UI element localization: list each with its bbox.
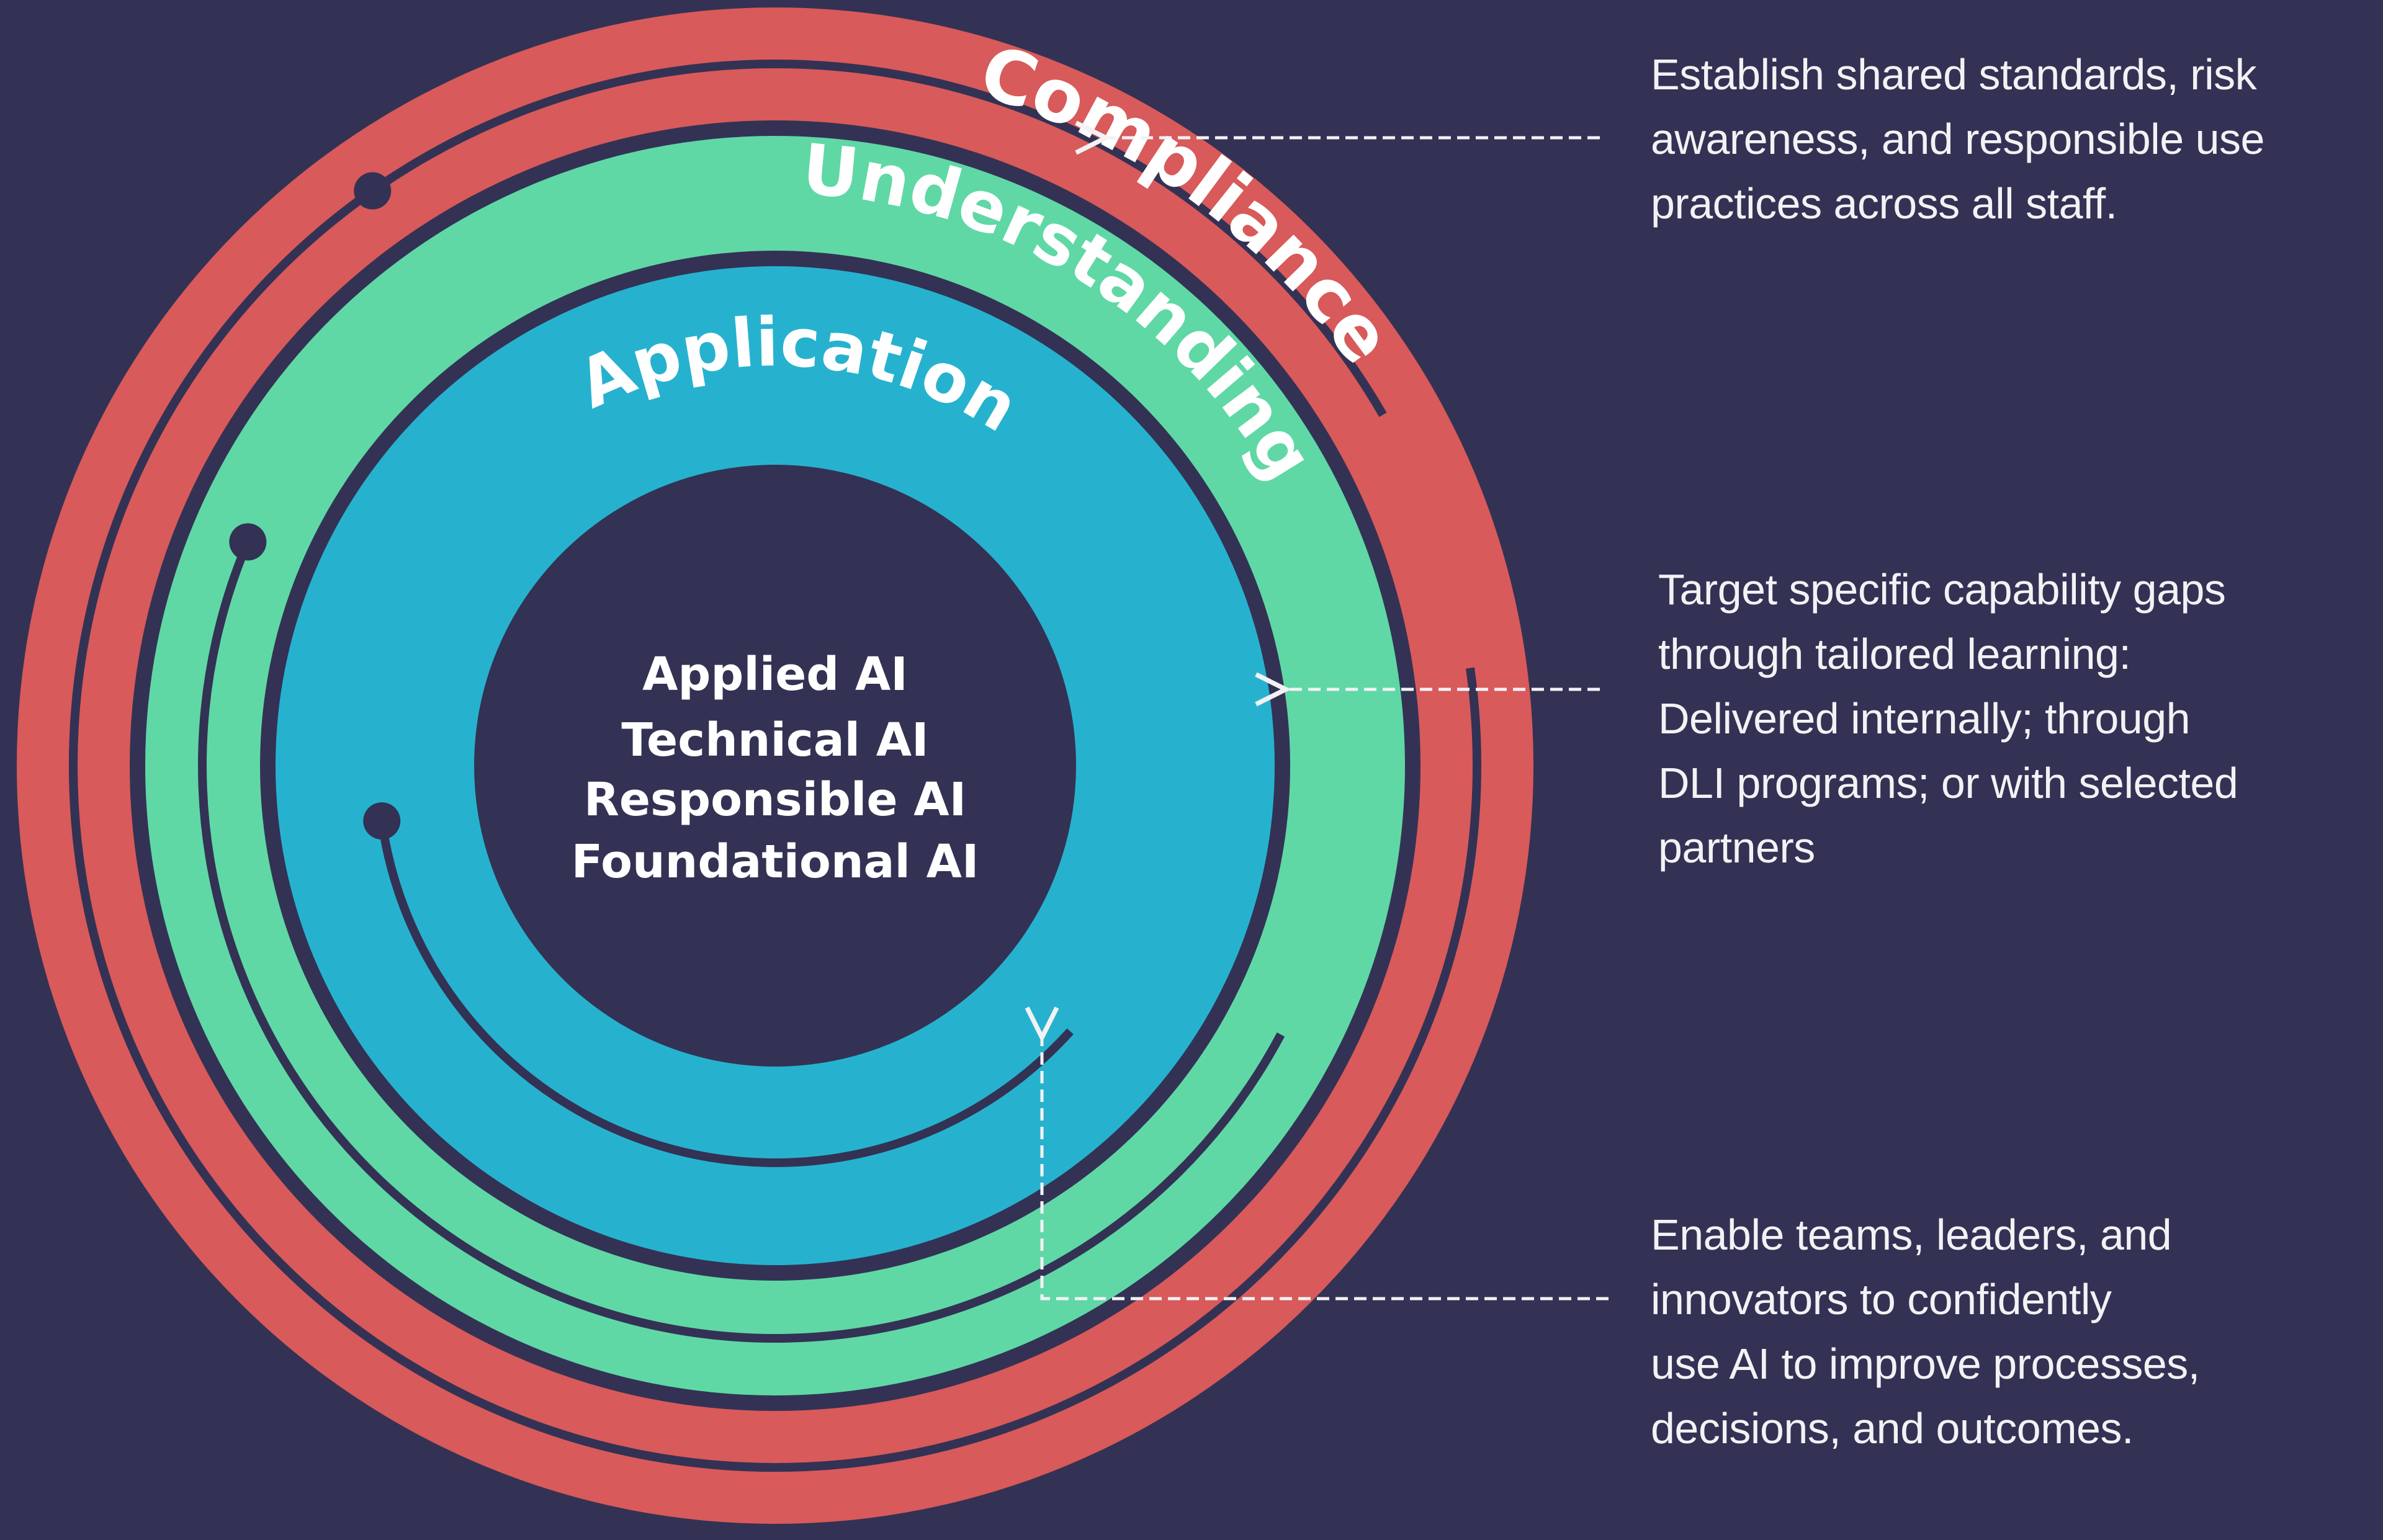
compliance-arc-right [69, 60, 1481, 1472]
understanding-arc-dot [229, 523, 267, 561]
description-line: decisions, and outcomes. [1651, 1404, 2134, 1453]
application-arc-dot [363, 802, 401, 840]
center-label-foundational: Foundational AI [572, 835, 979, 889]
ring-arcs [69, 60, 1481, 1472]
description-line: innovators to confidently [1651, 1275, 2112, 1323]
connector-application-arrow [1042, 1037, 1609, 1300]
description-line: through tailored learning: [1658, 630, 2131, 678]
description-line: Establish shared standards, risk [1651, 50, 2257, 99]
center-label-applied: Applied AI [642, 648, 908, 701]
description-line: Enable teams, leaders, and [1651, 1211, 2172, 1259]
description-line: Target specific capability gaps [1658, 565, 2226, 614]
description-line: awareness, and responsible use [1651, 115, 2264, 163]
description-line: partners [1658, 823, 1815, 872]
description-line: use AI to improve processes, [1651, 1340, 2200, 1388]
description-line: practices across all staff. [1651, 179, 2117, 228]
center-label-responsible: Responsible AI [584, 773, 966, 826]
center-label-technical: Technical AI [621, 714, 928, 767]
description-line: DLI programs; or with selected [1658, 759, 2238, 807]
description-line: Delivered internally; through [1658, 694, 2191, 743]
description-understanding: Target specific capability gaps through … [1658, 557, 2238, 880]
center-labels: Applied AI Technical AI Responsible AI F… [572, 648, 979, 889]
description-compliance: Establish shared standards, risk awarene… [1651, 42, 2264, 236]
application-arc [377, 820, 1074, 1167]
understanding-arc [198, 540, 1285, 1343]
center-core [474, 465, 1076, 1067]
description-application: Enable teams, leaders, and innovators to… [1651, 1202, 2200, 1461]
